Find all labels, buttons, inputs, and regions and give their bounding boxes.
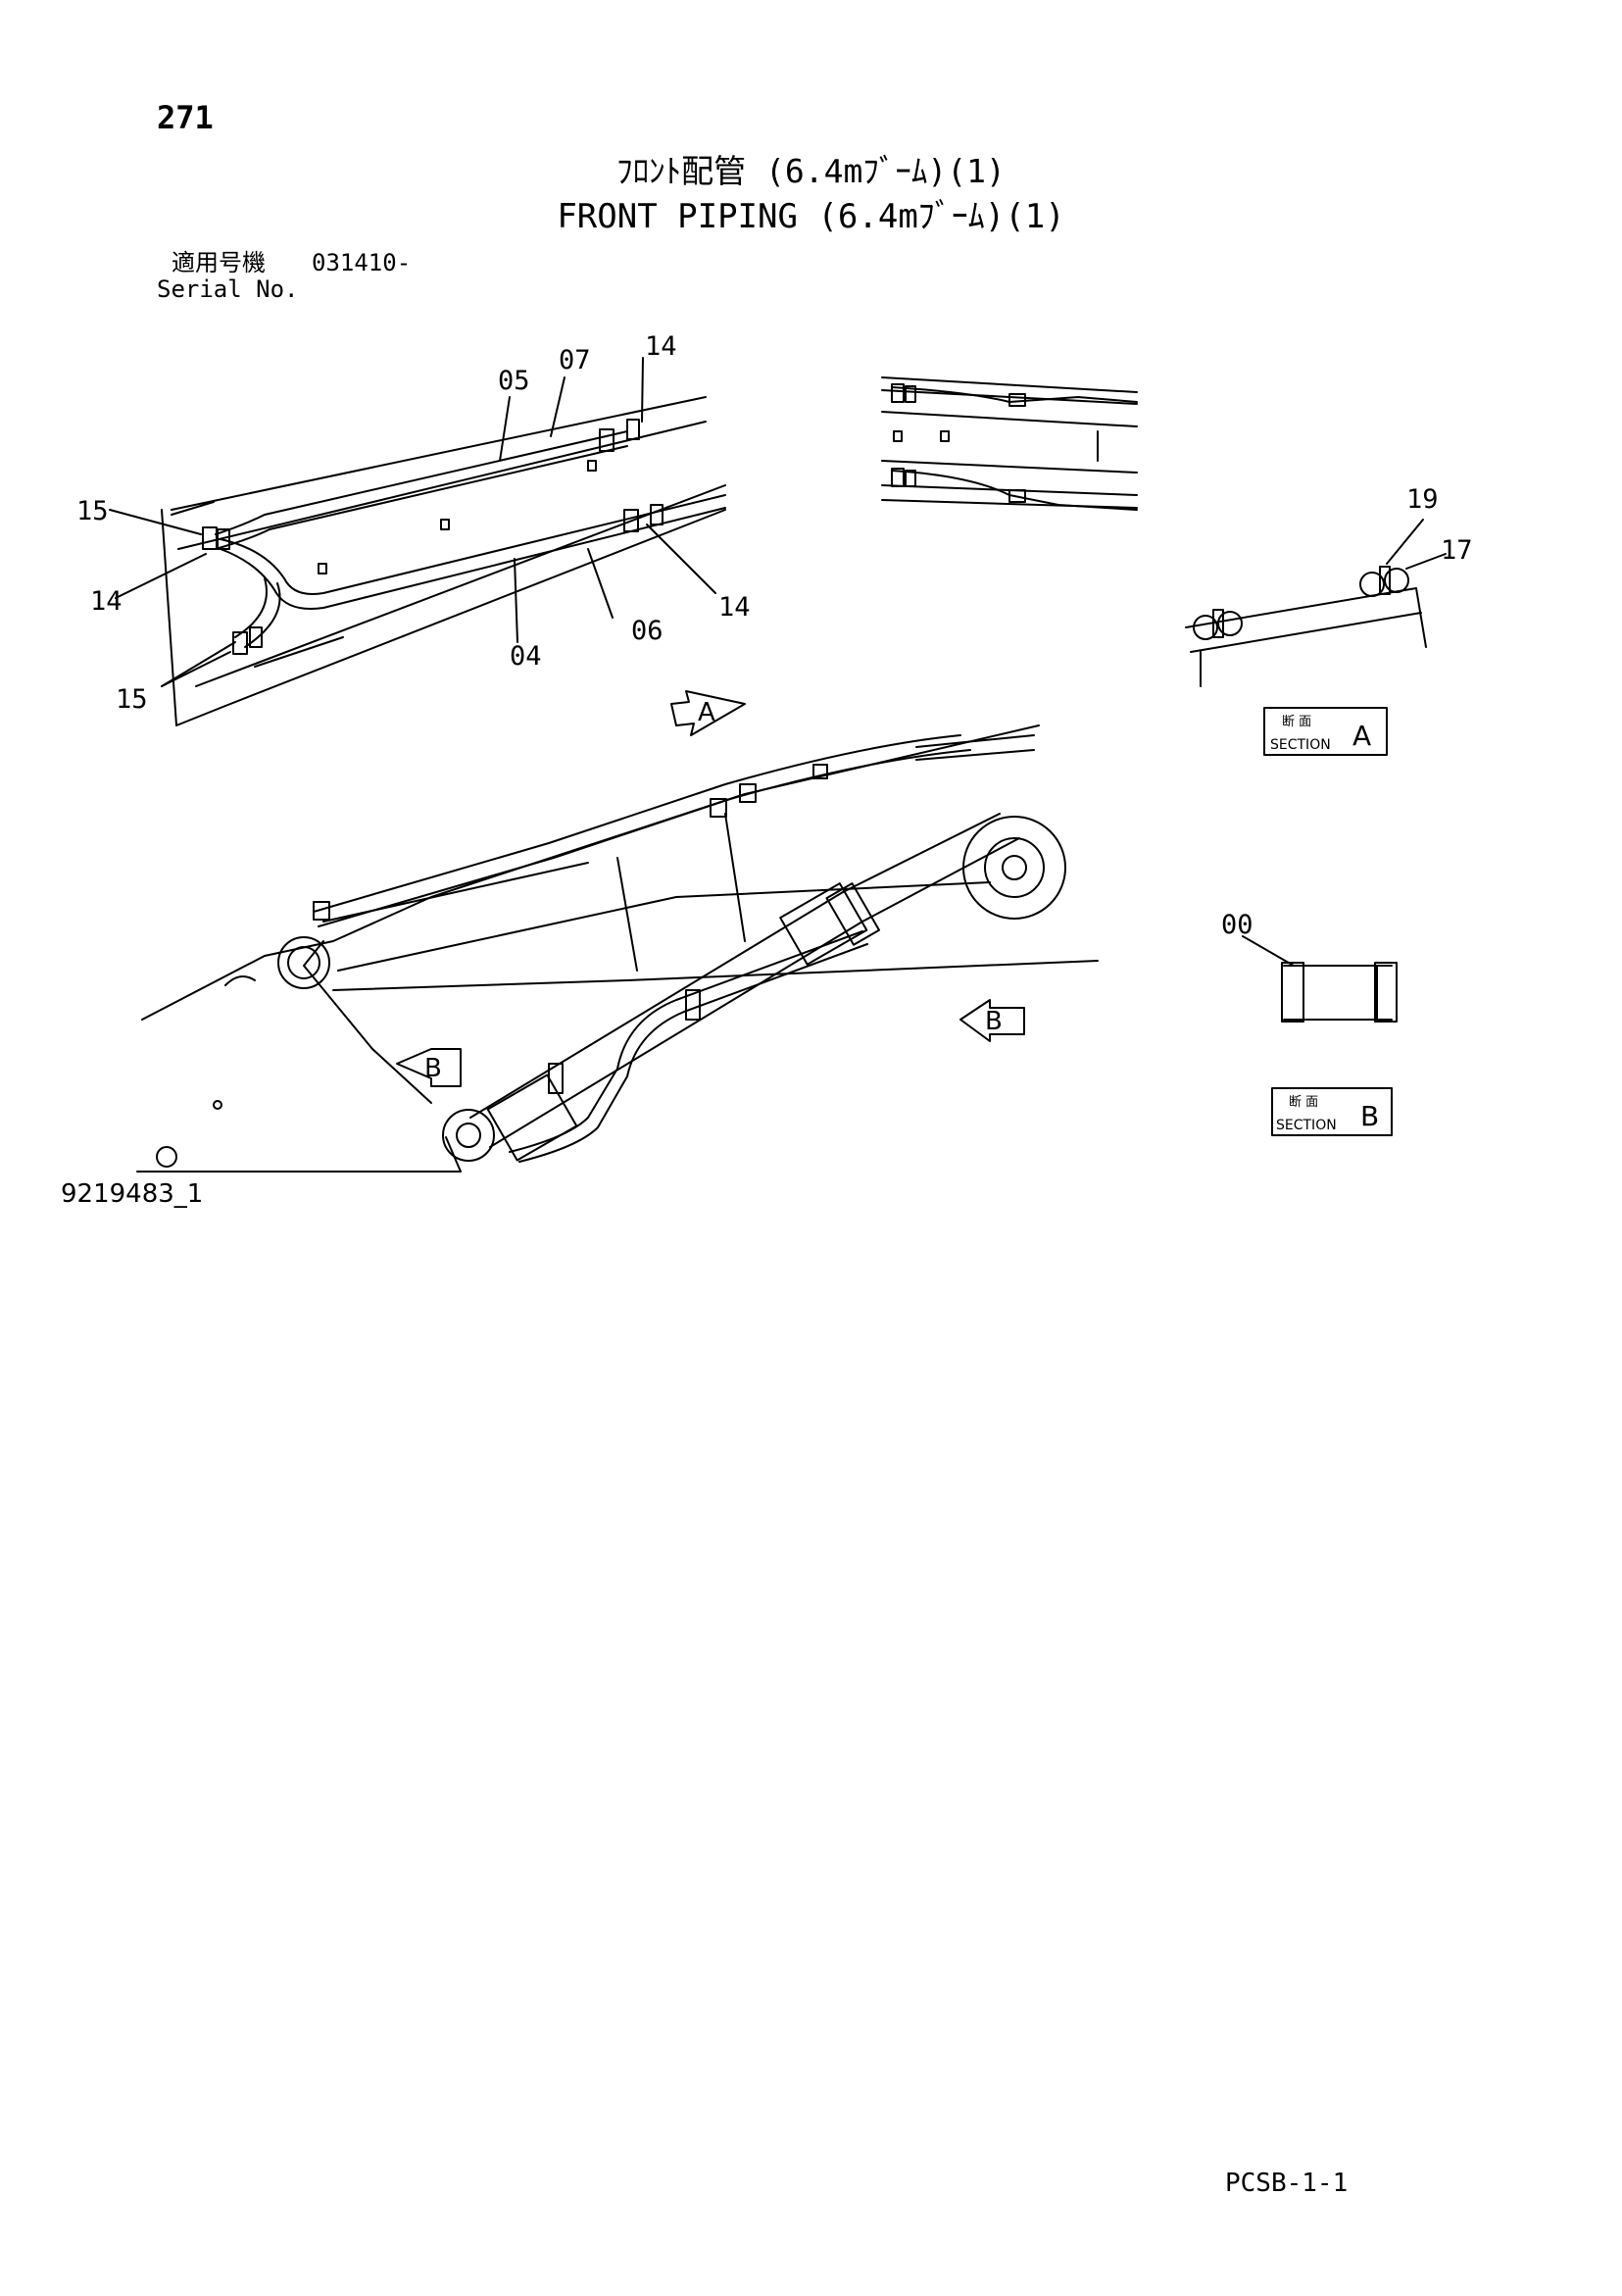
section-b-letter: B: [1360, 1100, 1379, 1132]
section-a-detail: [1185, 519, 1447, 687]
callout-17: 17: [1441, 535, 1473, 566]
view-arrow-b-right-letter: B: [985, 1007, 1003, 1036]
section-a-letter: A: [1352, 720, 1371, 752]
section-a-label-japanese: 断 面: [1282, 715, 1311, 729]
callout-14-left: 14: [90, 586, 123, 617]
section-b-label-english: SECTION: [1276, 1118, 1337, 1133]
title-english: FRONT PIPING (6.4mﾌﾞｰﾑ)(1): [557, 197, 1065, 236]
boom-assembly: [136, 724, 1099, 1173]
callout-19: 19: [1406, 484, 1439, 515]
view-arrow-b-left: [396, 1048, 462, 1087]
serial-label-english: Serial No.: [157, 275, 299, 303]
section-code: PCSB-1-1: [1225, 2169, 1349, 2198]
serial-label-japanese: 適用号機: [172, 249, 266, 276]
callout-14-top: 14: [645, 331, 677, 362]
page-number: 271: [157, 99, 214, 136]
drawing-number: 9219483_1: [61, 1179, 204, 1209]
view-arrow-b-right: [959, 999, 1025, 1042]
boom-detail-upper: [109, 357, 726, 726]
view-arrow-a-letter: A: [698, 698, 715, 727]
section-box-a: [1263, 707, 1388, 756]
view-arrow-a: [670, 690, 746, 736]
section-b-detail: [1242, 935, 1398, 1023]
section-box-b: [1271, 1087, 1393, 1136]
view-arrow-b-left-letter: B: [424, 1054, 442, 1083]
boom-top-view: [881, 376, 1138, 511]
callout-05: 05: [498, 366, 530, 396]
section-b-label-japanese: 断 面: [1289, 1095, 1318, 1110]
callout-15-top: 15: [76, 496, 109, 526]
callout-04: 04: [510, 641, 542, 672]
section-a-label-english: SECTION: [1270, 737, 1331, 753]
callout-00: 00: [1221, 910, 1253, 940]
callout-15-bottom: 15: [116, 684, 148, 715]
callout-07: 07: [559, 345, 591, 375]
callout-14-right: 14: [718, 592, 751, 623]
serial-range: 031410-: [312, 249, 412, 276]
callout-06: 06: [631, 616, 664, 646]
title-japanese: ﾌﾛﾝﾄ配管 (6.4mﾌﾞｰﾑ)(1): [616, 152, 1006, 190]
